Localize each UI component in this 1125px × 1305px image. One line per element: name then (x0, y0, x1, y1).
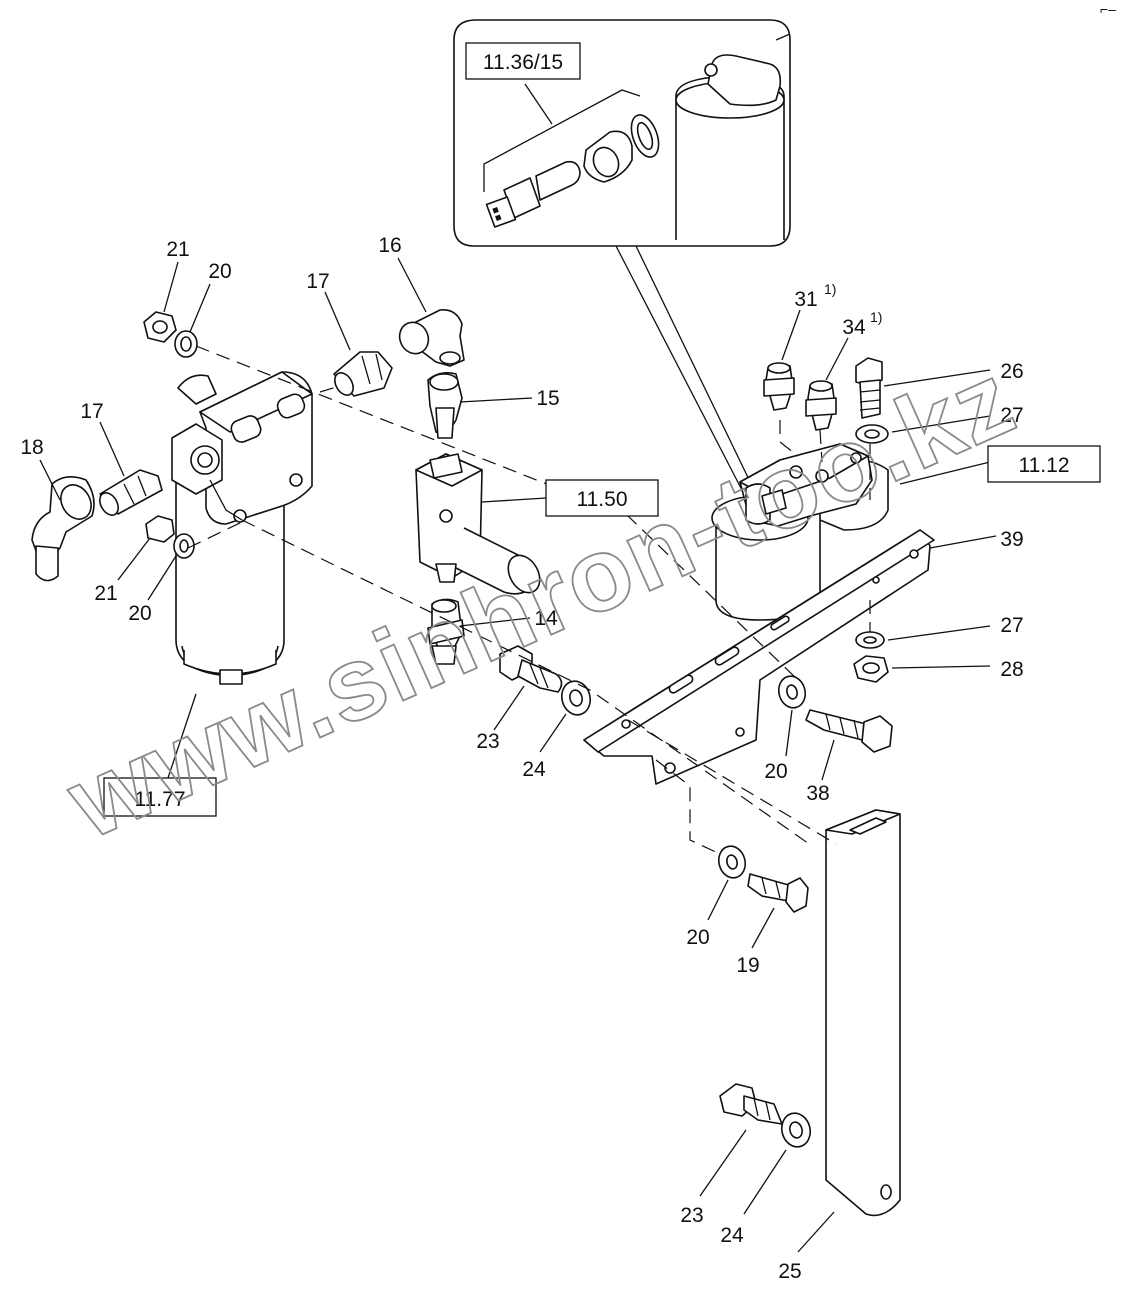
callout-34: 34 (842, 316, 866, 339)
callout-31-sup: 1) (824, 281, 836, 297)
valve-block (415, 372, 541, 595)
reference-boxes: 11.50 11.12 11.77 (103, 445, 1101, 817)
callout-20: 20 (686, 926, 709, 949)
callout-24: 24 (720, 1224, 744, 1247)
ref-11-12: 11.12 (1019, 454, 1070, 477)
support-arm-25 (825, 809, 901, 1217)
corner-mark: ⌐– (1100, 1, 1116, 17)
callout-27: 27 (1000, 614, 1023, 637)
callout-23: 23 (476, 730, 499, 753)
callout-20: 20 (764, 760, 787, 783)
bolt-26 (855, 357, 889, 444)
ref-11-50: 11.50 (577, 488, 628, 511)
callout-27: 27 (1000, 404, 1023, 427)
callout-25: 25 (778, 1260, 801, 1283)
callout-20: 20 (128, 602, 151, 625)
ref-11-77: 11.77 (135, 788, 186, 811)
bolt-23-lower (719, 1083, 812, 1148)
callout-14: 14 (534, 607, 558, 630)
callout-26: 26 (1000, 360, 1023, 383)
leader-lines (39, 257, 997, 1253)
left-filter-assembly (171, 371, 313, 685)
bolt-23-upper (499, 645, 592, 716)
ref-11-36-15: 11.36/15 (483, 51, 563, 74)
upper-fittings (333, 308, 465, 397)
fitting-14 (427, 598, 465, 665)
left-fittings (31, 311, 198, 582)
callout-23: 23 (680, 1204, 703, 1227)
callout-20: 20 (208, 260, 231, 283)
bracket-39 (583, 529, 935, 785)
callout-31: 31 (794, 288, 817, 311)
callout-28: 28 (1000, 658, 1023, 681)
callout-24: 24 (522, 758, 546, 781)
callout-15: 15 (536, 387, 559, 410)
callout-38: 38 (806, 782, 829, 805)
right-filter-assembly (711, 443, 889, 621)
callout-17: 17 (306, 270, 329, 293)
callout-17: 17 (80, 400, 103, 423)
callout-18: 18 (20, 436, 43, 459)
detail-inset: 11.36/15 (453, 19, 791, 495)
callout-19: 19 (736, 954, 759, 977)
nut-28 (853, 631, 889, 683)
bolt-19 (717, 845, 809, 913)
switches (763, 362, 837, 431)
bolt-38 (777, 675, 893, 753)
callout-16: 16 (378, 234, 401, 257)
callout-39: 39 (1000, 528, 1023, 551)
callout-21: 21 (166, 238, 189, 261)
callout-34-sup: 1) (870, 309, 882, 325)
callout-21: 21 (94, 582, 117, 605)
callout-labels: 14 15 16 17 17 18 19 20 20 20 20 21 21 2… (20, 234, 1023, 1283)
